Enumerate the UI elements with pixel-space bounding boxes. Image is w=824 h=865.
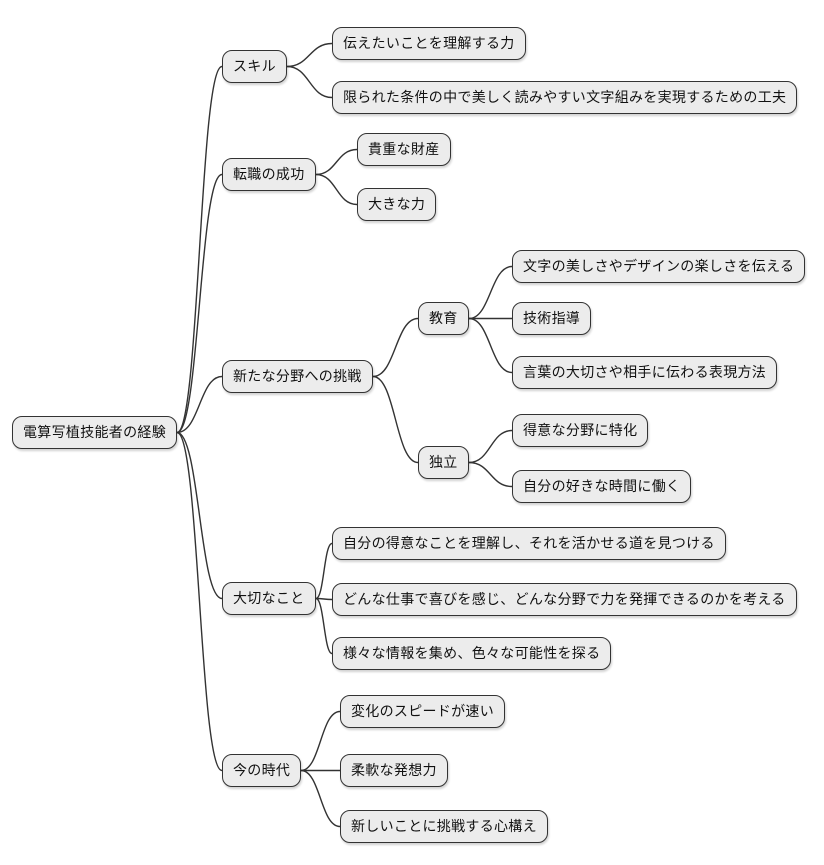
mindmap-node-career-1: 貴重な財産 [357, 133, 451, 166]
mindmap-edge [176, 431, 223, 772]
mindmap-node-ind-1: 得意な分野に特化 [512, 414, 649, 447]
mindmap-node-challenge: 新たな分野への挑戦 [222, 360, 373, 393]
mindmap-edge [315, 597, 333, 601]
mindmap-edge [372, 375, 419, 464]
mindmap-node-imp-1: 自分の得意なことを理解し、それを活かせる道を見つける [332, 527, 726, 560]
mindmap-edge [176, 65, 223, 434]
mindmap-node-edu-3: 言葉の大切さや相手に伝わる表現方法 [512, 356, 778, 389]
mindmap-edge [300, 769, 341, 828]
mindmap-edge [315, 542, 333, 600]
mindmap-edge [372, 317, 419, 378]
mindmap-edge [176, 431, 223, 600]
mindmap-node-education: 教育 [418, 302, 469, 335]
mindmap-edge [468, 429, 513, 464]
mindmap-node-era-1: 変化のスピードが速い [340, 695, 505, 728]
mindmap-edge [468, 317, 513, 374]
mindmap-node-independence: 独立 [418, 446, 469, 479]
mindmap-edge [315, 148, 358, 176]
mindmap-node-era: 今の時代 [222, 754, 302, 787]
mindmap-node-skill-2: 限られた条件の中で美しく読みやすい文字組みを実現するための工夫 [332, 81, 798, 114]
mindmap-node-career: 転職の成功 [222, 158, 316, 191]
mindmap-node-skill-1: 伝えたいことを理解する力 [332, 27, 526, 60]
mindmap-edge [300, 710, 341, 772]
mindmap-node-edu-2: 技術指導 [512, 302, 592, 335]
mindmap-edge [176, 173, 223, 434]
mindmap-node-skill: スキル [222, 50, 287, 83]
mindmap-node-root: 電算写植技能者の経験 [12, 416, 177, 449]
mindmap-node-career-2: 大きな力 [357, 188, 437, 221]
mindmap-node-ind-2: 自分の好きな時間に働く [512, 470, 692, 503]
mindmap-node-imp-3: 様々な情報を集め、色々な可能性を探る [332, 637, 612, 670]
mindmap-node-imp-2: どんな仕事で喜びを感じ、どんな分野で力を発揮できるのかを考える [332, 583, 797, 616]
mindmap-edge [468, 461, 513, 488]
mindmap-edge [315, 597, 333, 655]
mindmap-edge [315, 173, 358, 206]
mindmap-node-era-3: 新しいことに挑戦する心構え [340, 810, 548, 843]
mindmap-edge [468, 265, 513, 320]
mindmap-node-important: 大切なこと [222, 582, 316, 615]
mindmap-edge [286, 65, 333, 99]
mindmap-edge [286, 42, 333, 68]
mindmap-node-era-2: 柔軟な発想力 [340, 754, 448, 787]
mindmap-edge [176, 375, 223, 434]
mindmap-node-edu-1: 文字の美しさやデザインの楽しさを伝える [512, 250, 806, 283]
